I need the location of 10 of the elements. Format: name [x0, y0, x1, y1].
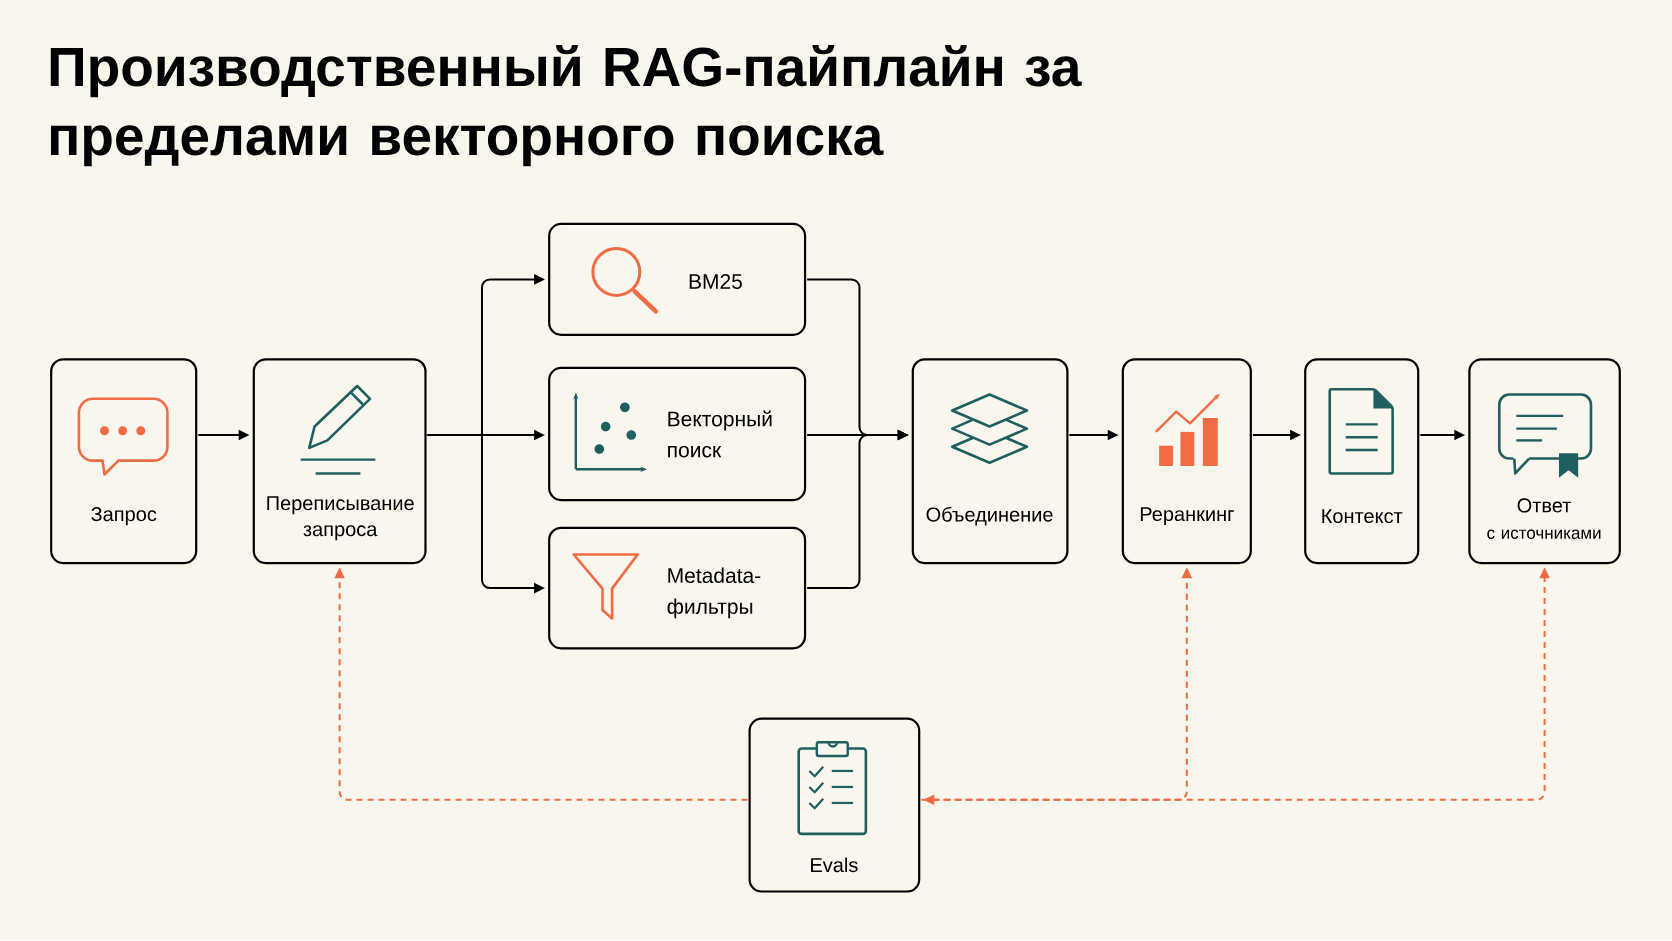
process-box: Контекст	[1304, 358, 1420, 565]
process-box: Metadata-фильтры	[548, 527, 807, 650]
process-box: Запрос	[50, 358, 198, 565]
process-box: BM25	[548, 223, 807, 337]
process-box: Evals	[748, 717, 921, 893]
process-box: Реранкинг	[1121, 358, 1252, 565]
process-box: Ответ с источниками	[1468, 358, 1621, 565]
process-box: Векторный поиск	[548, 367, 807, 502]
title: Производственный RAG-пайплайн за пределами векторного поиска	[50, 45, 1082, 167]
process-box: Переписывание запроса	[252, 358, 427, 565]
